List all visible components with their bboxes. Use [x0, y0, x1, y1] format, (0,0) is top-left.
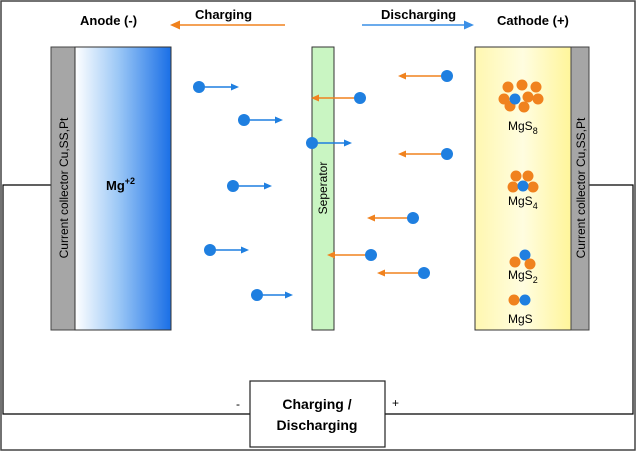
anode-title: Anode (-) [80, 13, 137, 28]
mg-ion-right [238, 114, 283, 126]
charge-ions [311, 70, 453, 279]
box-line-2: Discharging [277, 417, 358, 433]
mg-ion-left [367, 212, 419, 224]
mgs8-cluster [498, 79, 544, 113]
mgs2-cluster [509, 249, 536, 270]
mg-ion-left [398, 148, 453, 160]
external-circuit [2, 184, 634, 415]
separator [311, 46, 335, 331]
anode-collector-label: Current collector Cu,SS,Pt [57, 117, 71, 258]
mg-ion-left [377, 267, 430, 279]
charging-title: Charging [195, 7, 252, 22]
charging-arrow [170, 20, 285, 30]
discharge-ions [193, 81, 352, 301]
mgs2-label: MgS2 [508, 268, 538, 285]
mg-ion-right [227, 180, 272, 192]
mgs8-label: MgS8 [508, 119, 538, 136]
anode-electrode [74, 46, 172, 331]
mgs4-cluster [507, 170, 539, 193]
mg-ion-right [251, 289, 293, 301]
mg-ion-left [327, 249, 377, 261]
mg-ion-left [398, 70, 453, 82]
minus-sign: - [236, 397, 240, 411]
mgs-cluster [508, 294, 531, 306]
anode-current-collector [50, 46, 76, 331]
discharging-title: Discharging [381, 7, 456, 22]
mg-ion-right [306, 137, 352, 149]
mg-ion-left [311, 92, 366, 104]
cathode-title: Cathode (+) [497, 13, 569, 28]
anode-ion-label: Mg+2 [106, 176, 135, 193]
cathode-collector-label: Current collector Cu,SS,Pt [574, 117, 588, 258]
box-line-1: Charging / [282, 396, 351, 412]
charging-discharging-box [249, 380, 386, 448]
plus-sign: + [392, 396, 399, 410]
cathode-current-collector [570, 46, 590, 331]
mgs-label: MgS [508, 312, 533, 326]
separator-label: Seperator [316, 162, 330, 215]
mgs4-label: MgS4 [508, 194, 538, 211]
mg-ion-right [204, 244, 249, 256]
mg-ion-right [193, 81, 239, 93]
discharging-arrow [362, 20, 474, 30]
